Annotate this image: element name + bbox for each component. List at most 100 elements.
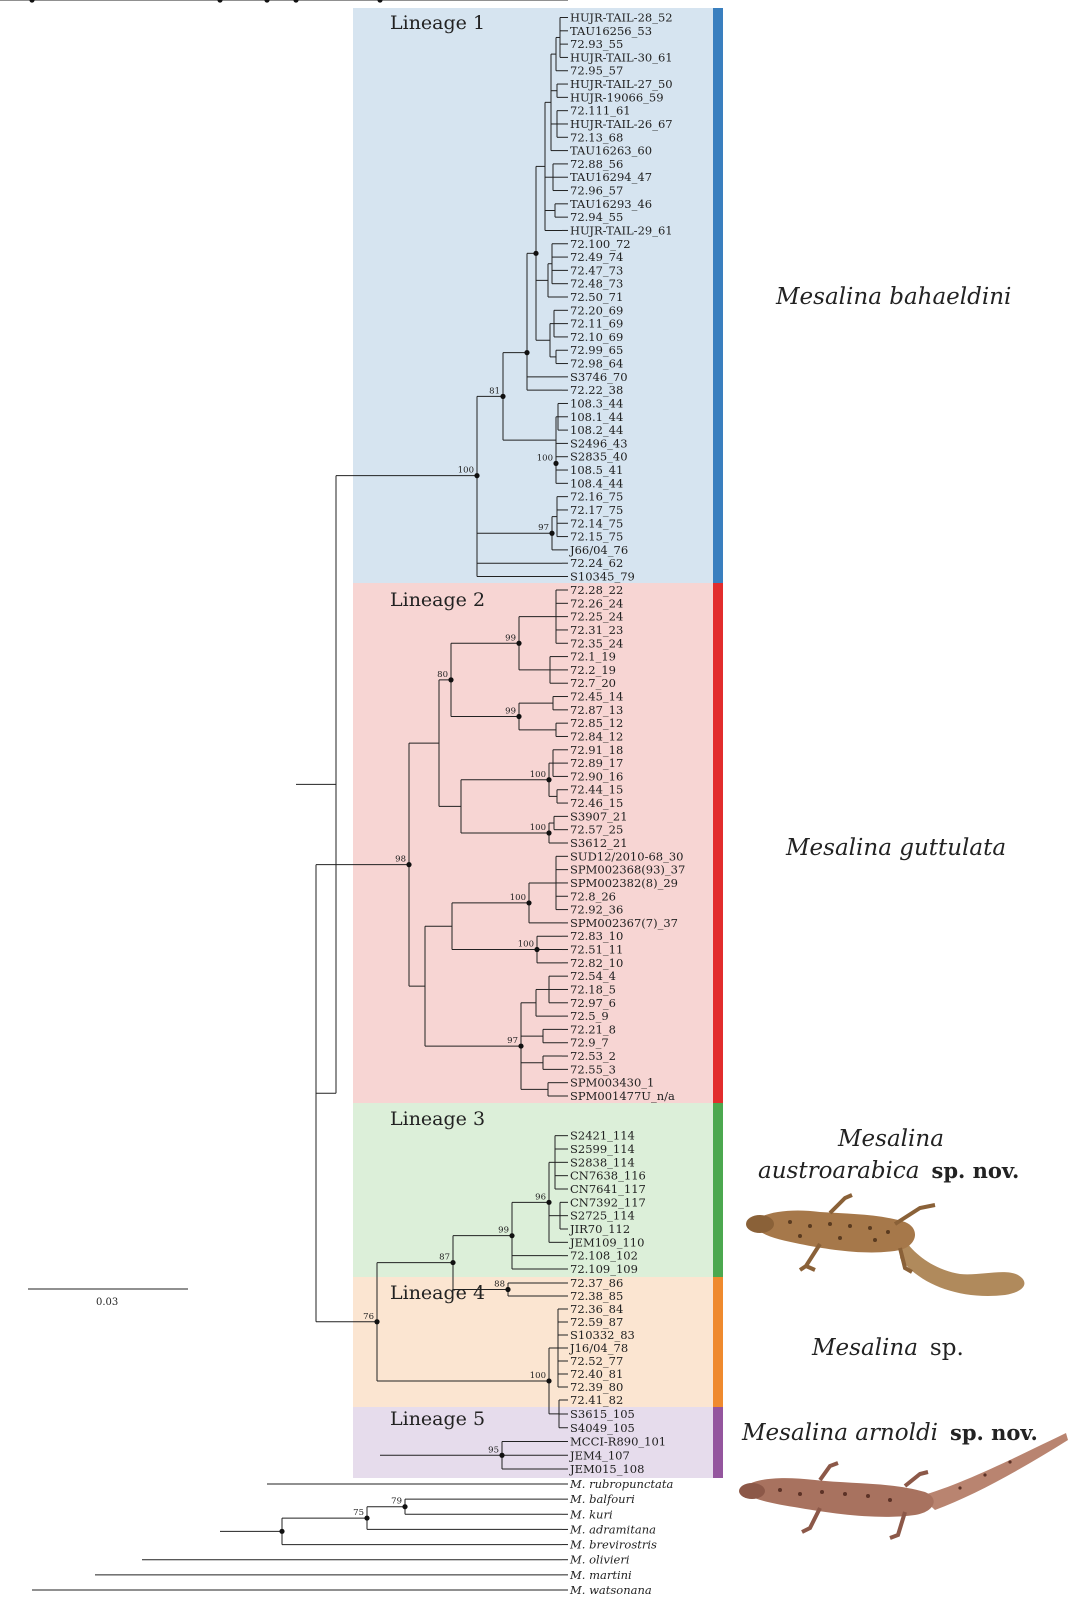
tip-label: 72.9_7 [570,1036,609,1050]
tip-label: S3746_70 [570,370,628,384]
tip-label: SUD12/2010-68_30 [570,849,683,863]
support-value: 96 [535,1192,546,1202]
species-mesalina-sp-genus: Mesalina [811,1335,918,1361]
node-dot [534,947,539,952]
tip-label: 108.4_44 [570,476,623,490]
tip-label: 72.47_73 [570,263,623,277]
lineage-1-label: Lineage 1 [390,12,485,34]
tip-label: JIR70_112 [569,1222,630,1236]
support-value: 99 [498,1226,509,1236]
tip-label: 72.16_75 [570,490,623,504]
tip-label: 72.28_22 [570,583,623,597]
node-dot [474,473,479,478]
tip-label: 72.97_6 [570,996,616,1010]
support-value: 100 [458,466,474,476]
support-value: 98 [395,855,406,865]
tip-label: 72.93_55 [570,37,623,51]
node-dot [518,1043,523,1048]
tip-label: 72.38_85 [570,1289,623,1303]
tip-label: 72.7_20 [570,676,616,690]
tip-label: 72.45_14 [570,690,623,704]
lineage-5-bar [713,1407,723,1478]
tip-label: 72.99_65 [570,343,623,357]
tip-label: HUJR-TAIL-26_67 [570,117,673,131]
tip-label: SPM002368(93)_37 [570,863,685,877]
support-value: 87 [439,1253,450,1263]
tip-label: 72.37_86 [570,1276,623,1290]
species-austroarabica-line1: Mesalina [837,1126,944,1152]
species-austroarabica-spnov: sp. nov. [932,1158,1020,1183]
tip-label: CN7638_116 [570,1169,646,1183]
tip-label: 72.87_13 [570,703,623,717]
scale-bar: 0.03 [28,1289,188,1308]
tip-label: TAU16263_60 [570,144,652,158]
tip-label: 72.24_62 [570,556,623,570]
tip-label: S2835_40 [570,450,628,464]
tip-label: 72.109_109 [570,1262,638,1276]
tip-label: JEM4_107 [569,1448,630,1462]
node-dot [406,862,411,867]
lineage-3-label: Lineage 3 [390,1108,485,1130]
outgroup-label: M. rubropunctata [569,1477,673,1491]
support-value: 81 [489,386,500,396]
tip-label: 72.96_57 [570,184,623,198]
species-mesalina-sp: Mesalina sp. [811,1335,964,1361]
tip-label: HUJR-TAIL-27_50 [570,77,673,91]
tip-label: 72.18_5 [570,982,616,996]
lineage-2-label: Lineage 2 [390,589,485,611]
tip-label: J16/04_78 [569,1341,628,1355]
tip-label: 72.44_15 [570,783,623,797]
tip-label: 72.10_69 [570,330,623,344]
node-dot [377,0,382,3]
tip-label: SPM001477U_n/a [570,1089,675,1103]
lineage-4-label: Lineage 4 [390,1282,485,1304]
support-value: 100 [530,770,546,780]
tip-label: S3612_21 [570,836,628,850]
tip-label: 72.91_18 [570,743,623,757]
tip-label: HUJR-TAIL-28_52 [570,11,673,25]
tip-label: 72.59_87 [570,1315,623,1329]
species-arnoldi-name: Mesalina arnoldi [741,1420,938,1446]
tip-label: 72.15_75 [570,530,623,544]
outgroup-label: M. olivieri [569,1553,630,1567]
tip-label: 72.100_72 [570,237,631,251]
tip-label: 72.55_3 [570,1062,616,1076]
node-dot [516,714,521,719]
node-dot [509,1233,514,1238]
support-value: 99 [505,707,516,717]
support-value: 76 [363,1312,374,1322]
tip-label: 72.52_77 [570,1354,623,1368]
support-value: 100 [537,453,553,463]
tip-label: 72.57_25 [570,823,623,837]
support-value: 79 [391,1497,402,1507]
species-guttulata: Mesalina guttulata [785,835,1006,861]
tip-label: 72.1_19 [570,650,616,664]
tip-label: HUJR-19066_59 [570,90,664,104]
tip-label: S2599_114 [570,1142,635,1156]
tip-label: 72.8_26 [570,889,616,903]
support-value: 97 [538,523,549,533]
tip-label: 72.46_15 [570,796,623,810]
tip-label: 108.1_44 [570,410,623,424]
lineage-2-box [353,583,713,1103]
tip-label: 108.2_44 [570,423,623,437]
tip-label: 72.82_10 [570,956,623,970]
tip-label: 72.36_84 [570,1302,623,1316]
outgroup-label: M. kuri [569,1507,613,1521]
tip-label: 72.14_75 [570,516,623,530]
species-austroarabica-line2: austroarabica sp. nov. [758,1158,1019,1184]
lineage-1-bar [713,8,723,583]
tip-label: 72.108_102 [570,1249,638,1263]
tip-label: 72.89_17 [570,756,623,770]
tip-label: CN7392_117 [570,1195,646,1209]
node-dot [553,461,558,466]
lineage-4-bar [713,1277,723,1407]
node-dot [546,777,551,782]
tip-label: SPM002367(7)_37 [570,916,678,930]
lizard-austroarabica-image [746,1195,1024,1296]
lizard-arnoldi-image [739,1433,1068,1538]
node-dot [364,1515,369,1520]
tip-label: SPM002382(8)_29 [570,876,678,890]
support-value: 99 [505,633,516,643]
tip-label: 72.25_24 [570,610,623,624]
